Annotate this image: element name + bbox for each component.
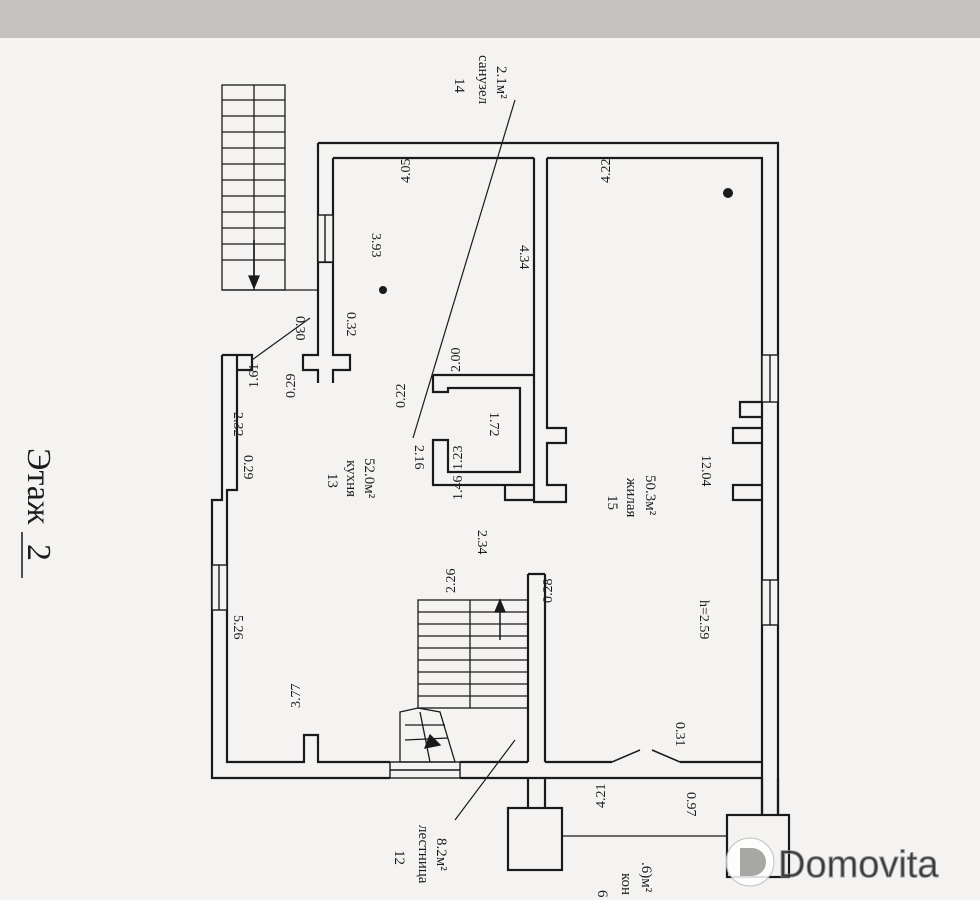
room-13-area: 52.0м² <box>361 458 377 499</box>
dim-0-28: 0.28 <box>541 579 556 604</box>
dim-0-32: 0.32 <box>343 312 358 337</box>
dim-5-26: 5.26 <box>230 615 245 640</box>
room-6-name: кон <box>618 873 634 895</box>
watermark: Domovita <box>725 837 940 887</box>
column-left <box>506 806 564 872</box>
dim-0-31: 0.31 <box>672 722 687 747</box>
dim-4-21: 4.21 <box>594 784 609 809</box>
wall-main-left <box>210 355 390 780</box>
door-balcony <box>611 749 681 763</box>
room-12-name: лестница <box>415 825 431 884</box>
room-6-number: 6 <box>594 890 610 898</box>
room-12-number: 12 <box>391 850 407 865</box>
wall-sanuzel <box>431 373 534 502</box>
dim-3-77: 3.77 <box>289 684 304 709</box>
leader-sanuzel <box>412 99 516 439</box>
dim-0-22: 0.22 <box>394 384 409 409</box>
leader-030 <box>251 317 311 361</box>
dim-12-04: 12.04 <box>698 455 713 487</box>
dim-0-29b: 0.29 <box>240 455 255 480</box>
dim-2-34: 2.34 <box>474 530 489 555</box>
floor-number: 2 <box>20 544 57 561</box>
internal-stair <box>399 598 529 763</box>
room-marker-living <box>723 188 733 198</box>
paper-top-shadow <box>0 0 980 38</box>
dim-2-16: 2.16 <box>411 445 426 470</box>
dim-3-93: 3.93 <box>368 233 383 258</box>
dim-2-00: 2.00 <box>449 348 464 373</box>
column-link <box>526 778 780 815</box>
dim-0-97: 0.97 <box>683 792 698 817</box>
dim-4-34: 4.34 <box>516 245 531 270</box>
external-stair <box>221 84 318 291</box>
room-12-area: 8.2м² <box>433 838 449 871</box>
dim-0-30: 0.30 <box>292 316 307 341</box>
room-14-name: санузел <box>475 55 491 105</box>
room-14-number: 14 <box>451 78 467 94</box>
dim-1-61: 1.61 <box>247 364 262 389</box>
room-13-name: кухня <box>343 460 359 497</box>
floor-label: Этаж <box>20 448 57 525</box>
dim-0-29a: 0.29 <box>284 374 299 399</box>
watermark-text: Domovita <box>778 844 939 886</box>
wall-partition <box>532 158 568 504</box>
room-14-area: 2.1м² <box>493 66 509 99</box>
paper-background <box>0 38 980 900</box>
dim-2-26: 2.26 <box>444 569 459 594</box>
dim-2-32: 2.32 <box>230 412 245 437</box>
floor-title: Этаж 2 <box>20 448 57 578</box>
dim-1-46: 1.46 <box>451 476 466 501</box>
room-15-number: 15 <box>604 495 620 510</box>
room-13-number: 13 <box>324 473 340 488</box>
dim-1-23: 1.23 <box>451 446 466 471</box>
room-marker-kitchen <box>379 286 387 294</box>
wall-main-left-top <box>222 353 254 372</box>
wall-bottom <box>460 760 762 780</box>
dim-4-05: 4.05 <box>399 159 414 184</box>
wall-right-notches <box>731 400 762 502</box>
leader-stair <box>454 739 516 821</box>
dim-4-22: 4.22 <box>599 159 614 184</box>
room-15-name: жилая <box>623 477 639 518</box>
leader-lines <box>251 99 516 821</box>
wall-kitchen-left <box>301 143 352 383</box>
room-15-area: 50.3м² <box>642 475 658 516</box>
dim-1-72: 1.72 <box>486 412 501 437</box>
windows <box>211 214 779 779</box>
room-6-area: .6)м² <box>638 862 654 893</box>
ceiling-height: h=2.59 <box>696 600 711 639</box>
